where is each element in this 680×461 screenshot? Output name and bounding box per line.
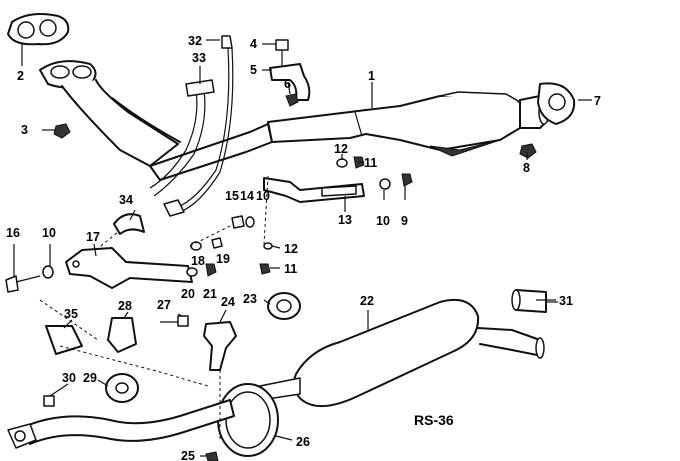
- callout-22: 22: [360, 294, 374, 308]
- part-29-rubber-ring: [105, 373, 139, 403]
- part-8-nut: [519, 143, 537, 159]
- callout-26: 26: [296, 435, 310, 449]
- part-5-hanger-bracket: [269, 63, 311, 101]
- callout-4: 4: [250, 37, 257, 51]
- part-17-mounting-bracket: [65, 247, 193, 289]
- callout-15: 15: [225, 189, 239, 203]
- assembly-dashed-lines: [39, 175, 269, 440]
- part-19-bolt: [211, 237, 223, 249]
- callout-35: 35: [64, 307, 78, 321]
- callout-19: 19: [216, 252, 230, 266]
- part-9-nut-right: [401, 173, 413, 187]
- callout-16: 16: [6, 226, 20, 240]
- part-28-bracket: [107, 317, 137, 353]
- callout-32: 32: [188, 34, 202, 48]
- part-34-clamp: [113, 213, 145, 235]
- part-7-flange-gasket: [537, 82, 576, 125]
- callout-6: 6: [284, 77, 291, 91]
- part-33-hose: [149, 79, 215, 197]
- part-23-rubber-ring: [267, 292, 301, 320]
- callout-33: 33: [192, 51, 206, 65]
- part-31-tailpipe-sleeve: [511, 289, 547, 313]
- callout-23: 23: [243, 292, 257, 306]
- part-10-washer-left: [42, 265, 54, 279]
- callout-12-top: 12: [334, 142, 348, 156]
- part-25-nut: [205, 451, 219, 461]
- callout-9: 9: [401, 214, 408, 228]
- callout-17: 17: [86, 230, 100, 244]
- callout-34: 34: [119, 193, 133, 207]
- part-27-bolt: [160, 315, 189, 327]
- part-26-clamp-ring: [217, 383, 279, 457]
- callout-8: 8: [523, 161, 530, 175]
- part-20-washer: [186, 267, 198, 277]
- part-4-bolt: [275, 39, 289, 66]
- callout-24: 24: [221, 295, 235, 309]
- callout-28: 28: [118, 299, 132, 313]
- callout-31: 31: [559, 294, 573, 308]
- callout-21: 21: [203, 287, 217, 301]
- part-21-nut: [205, 263, 217, 277]
- callout-3: 3: [21, 123, 28, 137]
- callout-10-left: 10: [42, 226, 56, 240]
- callout-2: 2: [17, 69, 24, 83]
- part-1-catalytic-converter-pipe: [267, 91, 550, 157]
- part-15-rubber-mount: [231, 215, 245, 229]
- part-35-bracket: [45, 325, 83, 355]
- callout-18: 18: [191, 254, 205, 268]
- callout-leader-lines: [13, 39, 592, 457]
- callout-7: 7: [594, 94, 601, 108]
- part-12-washer-top: [336, 158, 348, 168]
- part-10-washer-right: [379, 178, 391, 190]
- intermediate-pipe: [7, 399, 235, 449]
- callout-5: 5: [250, 63, 257, 77]
- part-32-oxygen-sensor: [163, 35, 234, 217]
- callout-12-bottom: 12: [284, 242, 298, 256]
- callout-20: 20: [181, 287, 195, 301]
- part-6-nut: [285, 93, 299, 107]
- part-14-spacer: [245, 216, 255, 228]
- callout-10-right: 10: [376, 214, 390, 228]
- callout-10-middle: 10: [256, 189, 270, 203]
- callout-29: 29: [83, 371, 97, 385]
- callout-27: 27: [157, 298, 171, 312]
- callout-11-bottom: 11: [284, 262, 297, 276]
- part-16-bolt: [5, 275, 41, 293]
- callout-30: 30: [62, 371, 76, 385]
- callout-1: 1: [368, 69, 375, 83]
- part-24-rubber-hanger: [203, 321, 237, 371]
- part-2-manifold-gasket: [7, 13, 70, 46]
- part-3-nut: [53, 123, 71, 139]
- part-30-bolt: [43, 395, 55, 407]
- front-downpipe: [39, 60, 273, 181]
- callout-25: 25: [181, 449, 195, 461]
- part-11-nut-bottom: [259, 263, 271, 275]
- diagram-reference-code: RS-36: [414, 412, 454, 428]
- part-13-support-bracket: [263, 177, 365, 203]
- callout-11-top: 11: [364, 156, 377, 170]
- callout-13: 13: [338, 213, 352, 227]
- callout-labels: 1 2 3 4 5 6 7 8 9 10 10 10 11 11 12 12 1…: [6, 34, 601, 461]
- part-12-washer-bottom: [263, 242, 273, 250]
- callout-14: 14: [240, 189, 254, 203]
